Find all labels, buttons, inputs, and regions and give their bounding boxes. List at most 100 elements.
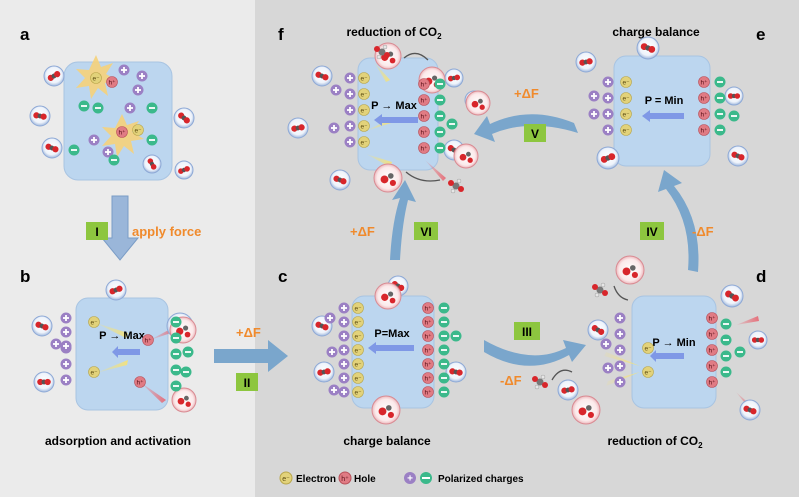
positive-charge [338,302,350,314]
hole: h⁺ [706,328,718,340]
electron: e⁻ [358,72,370,84]
panel-e-polarization: P = Min [645,95,684,107]
positive-charge [328,384,340,396]
electron: e⁻ [132,124,144,136]
activated-co2 [453,143,479,169]
hole: h⁺ [698,124,710,136]
hole-ray [425,160,446,181]
negative-charge [180,366,192,378]
negative-charge [438,316,450,328]
panel-a-letter: a [20,25,30,44]
hole: h⁺ [418,110,430,122]
panel-f-polarization: P → Max [371,100,418,112]
legend-plus-icon: + [404,472,416,485]
positive-charge [602,124,614,136]
negative-charge [720,350,732,362]
negative-charge [146,102,158,114]
activated-co2 [465,90,491,116]
negative-charge [434,110,446,122]
svg-text:e⁻: e⁻ [354,305,362,312]
product-molecule [532,374,548,390]
step-IV-label: -ΔF [692,224,714,239]
electron: e⁻ [620,92,632,104]
co2-molecule [142,154,162,174]
co2-molecule [587,319,609,341]
hole: h⁺ [422,372,434,384]
step-VI-badge: VI [414,222,438,240]
negative-charge [714,92,726,104]
step-II-label: +ΔF [236,325,261,340]
negative-charge [92,102,104,114]
svg-text:h⁺: h⁺ [424,389,432,396]
negative-charge [68,144,80,156]
positive-charge [344,88,356,100]
hole-ray [736,316,759,325]
positive-charge [102,146,114,158]
co2-molecule [173,107,195,129]
electron-ray [96,323,128,338]
negative-charge [434,126,446,138]
panel-e-title: charge balance [612,25,700,39]
hole: h⁺ [422,358,434,370]
negative-charge [714,76,726,88]
negative-charge [438,386,450,398]
step-III-badge: III [514,322,540,340]
electron: e⁻ [352,372,364,384]
svg-text:h⁺: h⁺ [118,129,126,136]
co2-molecule [31,315,53,337]
svg-text:h⁺: h⁺ [424,319,432,326]
crystal-e [613,55,711,167]
svg-text:e⁻: e⁻ [282,476,290,483]
negative-charge [78,100,90,112]
electron: e⁻ [352,316,364,328]
negative-charge [182,346,194,358]
legend-hole-label: Hole [354,474,376,485]
svg-text:e⁻: e⁻ [354,347,362,354]
co2-molecule [311,65,333,87]
svg-text:e⁻: e⁻ [90,319,98,326]
electron: e⁻ [90,72,102,84]
negative-charge [170,316,182,328]
svg-text:e⁻: e⁻ [644,369,652,376]
positive-charge [60,374,72,386]
svg-text:h⁺: h⁺ [424,361,432,368]
legend-electron-label: Electron [296,474,336,485]
svg-text:h⁺: h⁺ [708,363,716,370]
hole: h⁺ [418,142,430,154]
hole: h⁺ [706,360,718,372]
svg-text:e⁻: e⁻ [360,139,368,146]
positive-charge [124,102,136,114]
svg-text:h⁺: h⁺ [700,95,708,102]
positive-charge [330,84,342,96]
svg-text:h⁺: h⁺ [420,113,428,120]
negative-charge [170,332,182,344]
legend: e⁻ Electron h⁺ Hole + Polarized charges [279,471,524,485]
negative-charge [438,344,450,356]
svg-text:h⁺: h⁺ [136,379,144,386]
co2-molecule [727,145,749,167]
hole: h⁺ [106,76,118,88]
svg-text:e⁻: e⁻ [622,95,630,102]
electron: e⁻ [620,76,632,88]
step-IV-arrow [658,170,699,272]
negative-charge [438,358,450,370]
svg-text:h⁺: h⁺ [341,476,349,483]
hole: h⁺ [706,312,718,324]
positive-charge [614,344,626,356]
step-II-arrow [214,340,288,372]
panel-d-letter: d [756,267,766,286]
positive-charge [60,340,72,352]
activated-co2 [615,255,645,285]
panel-b-caption: adsorption and activation [45,434,191,448]
svg-text:e⁻: e⁻ [360,91,368,98]
electron: e⁻ [642,342,654,354]
svg-text:h⁺: h⁺ [420,81,428,88]
negative-charge [170,364,182,376]
hole: h⁺ [698,92,710,104]
svg-text:e⁻: e⁻ [354,319,362,326]
hole-ray [140,382,166,403]
panel-b-polarization: P → Max [99,330,146,342]
activated-co2 [373,163,403,193]
polarization-arrow [642,110,684,122]
svg-text:e⁻: e⁻ [622,111,630,118]
